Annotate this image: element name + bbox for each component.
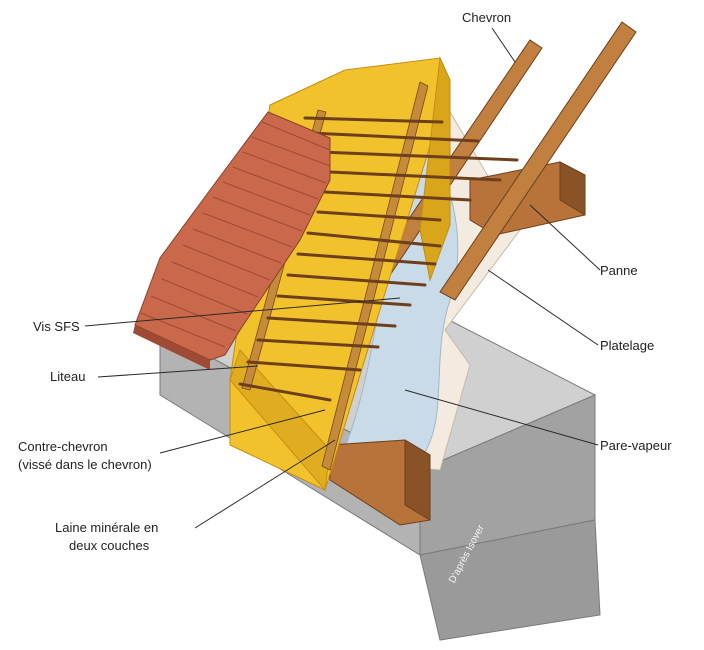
label-liteau: Liteau bbox=[50, 369, 86, 384]
contre-chevron-2 bbox=[321, 81, 429, 471]
leader-chevron bbox=[491, 27, 516, 63]
leader-contre-chevron bbox=[159, 409, 326, 454]
label-platelage: Platelage bbox=[600, 338, 655, 353]
label-contre-chevron-note: (vissé dans le chevron) bbox=[18, 457, 152, 472]
label-vis-sfs: Vis SFS bbox=[33, 319, 80, 334]
label-laine-minerale: Laine minérale en bbox=[55, 520, 159, 535]
tile-courses bbox=[140, 121, 331, 348]
eave-beam-end bbox=[404, 439, 431, 521]
chevron-rafter-1 bbox=[439, 21, 637, 301]
leader-laine bbox=[194, 439, 336, 529]
leader-platelage bbox=[487, 269, 599, 346]
liteaux-battens bbox=[238, 116, 519, 402]
leader-vis-sfs bbox=[84, 297, 401, 327]
leader-pare-vapeur bbox=[404, 389, 599, 446]
roof-tiles-edge bbox=[133, 325, 210, 370]
leader-lines bbox=[84, 27, 601, 529]
label-contre-chevron: Contre-chevron bbox=[18, 439, 108, 454]
leader-liteau bbox=[97, 365, 259, 378]
label-pare-vapeur: Pare-vapeur bbox=[600, 438, 672, 453]
leader-panne bbox=[529, 204, 601, 271]
label-chevron: Chevron bbox=[462, 10, 512, 25]
concrete-foundation bbox=[419, 519, 601, 641]
label-panne: Panne bbox=[600, 263, 638, 278]
panne-end bbox=[559, 161, 586, 216]
laine-minerale-side bbox=[419, 56, 451, 282]
label-laine-minerale-layers: deux couches bbox=[69, 538, 150, 553]
